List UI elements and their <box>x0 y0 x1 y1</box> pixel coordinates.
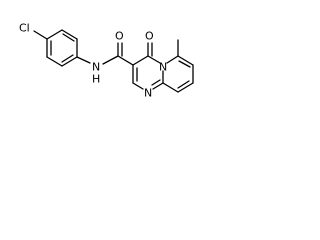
double-bond-second <box>177 80 190 89</box>
bond <box>102 55 119 65</box>
amide-oxygen-label: O <box>115 30 124 43</box>
bond <box>61 29 78 40</box>
bond <box>61 56 78 67</box>
bond <box>152 82 164 90</box>
aromatic-double-bond <box>61 54 74 63</box>
chlorine-label: Cl <box>19 22 30 35</box>
bond <box>147 55 161 64</box>
bond <box>76 56 91 64</box>
bond <box>132 55 149 66</box>
bond <box>46 56 63 67</box>
chlorophenyl-ring <box>46 29 78 67</box>
ring-oxo-label: O <box>145 30 154 43</box>
bond <box>162 82 179 93</box>
bond <box>177 55 194 66</box>
bond <box>46 29 63 40</box>
bond <box>117 55 134 66</box>
amide-hydrogen-label: H <box>92 73 100 86</box>
bond <box>33 30 48 40</box>
double-bond-second <box>151 79 161 86</box>
aromatic-double-bond <box>62 33 75 42</box>
bond <box>177 82 194 93</box>
amide-nitrogen-label: N <box>92 61 100 74</box>
molecule-structure: Cl N H O O N N <box>19 22 194 100</box>
pyrimidinone-ring <box>132 55 164 90</box>
bond <box>166 55 179 64</box>
ring-nitrogen-label: N <box>144 87 152 100</box>
pyridine-ring <box>162 55 194 93</box>
ring-nitrogen-label: N <box>159 61 167 74</box>
bond <box>132 82 144 90</box>
double-bond-second <box>178 60 191 68</box>
